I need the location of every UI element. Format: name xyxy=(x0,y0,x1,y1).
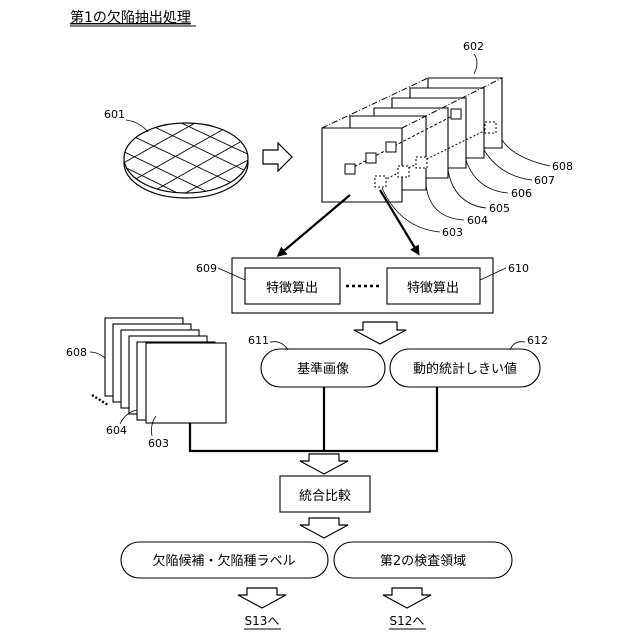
hollow-arrow-down-s13 xyxy=(238,588,286,608)
output-s13: S13へ xyxy=(245,614,280,628)
output-s12: S12へ xyxy=(390,614,425,628)
feature-label-left: 特徴算出 xyxy=(266,281,318,296)
ref-610: 610 xyxy=(508,262,529,275)
hollow-arrow-down-1 xyxy=(354,322,406,344)
wafer xyxy=(110,110,256,203)
die-image-stack xyxy=(322,78,502,202)
ref-605: 605 xyxy=(489,202,510,215)
ref-612: 612 xyxy=(527,334,548,347)
leader-601 xyxy=(126,120,148,132)
feature-label-right: 特徴算出 xyxy=(407,281,459,296)
leader-606 xyxy=(466,160,508,193)
reference-image-label: 基準画像 xyxy=(297,361,349,377)
ref-607: 607 xyxy=(534,174,555,187)
second-region-label: 第2の検査領域 xyxy=(380,553,466,569)
ref-608-left: 608 xyxy=(66,346,87,359)
leader-607 xyxy=(484,150,532,180)
ref-608: 608 xyxy=(552,160,573,173)
ref-602: 602 xyxy=(463,40,484,53)
merge-lines xyxy=(190,387,437,451)
ref-604-left: 604 xyxy=(106,424,127,437)
ref-606: 606 xyxy=(511,187,532,200)
ref-601: 601 xyxy=(104,108,125,121)
leader-602 xyxy=(474,54,477,74)
ref-603: 603 xyxy=(442,226,463,239)
leader-608-left xyxy=(90,352,105,358)
figure-title: 第1の欠陥抽出処理 xyxy=(70,9,191,26)
hollow-arrow-right-1 xyxy=(263,143,292,171)
hollow-arrow-down-3 xyxy=(300,518,348,538)
dynamic-threshold-label: 動的統計しきい値 xyxy=(413,361,517,377)
image-stack-left xyxy=(105,318,226,423)
ref-604: 604 xyxy=(467,214,488,227)
integrated-comparison-label: 統合比較 xyxy=(299,489,351,504)
leader-608 xyxy=(502,140,550,166)
ref-611: 611 xyxy=(248,334,269,347)
leader-604 xyxy=(426,185,464,220)
leader-605 xyxy=(448,170,486,208)
ref-609: 609 xyxy=(196,262,217,275)
ref-603-left: 603 xyxy=(148,437,169,450)
hollow-arrow-down-s12 xyxy=(383,588,431,608)
defect-candidate-label: 欠陥候補・欠陥種ラベル xyxy=(152,553,295,569)
arrow-to-feature-left xyxy=(279,195,350,255)
hollow-arrow-down-2 xyxy=(300,454,348,474)
